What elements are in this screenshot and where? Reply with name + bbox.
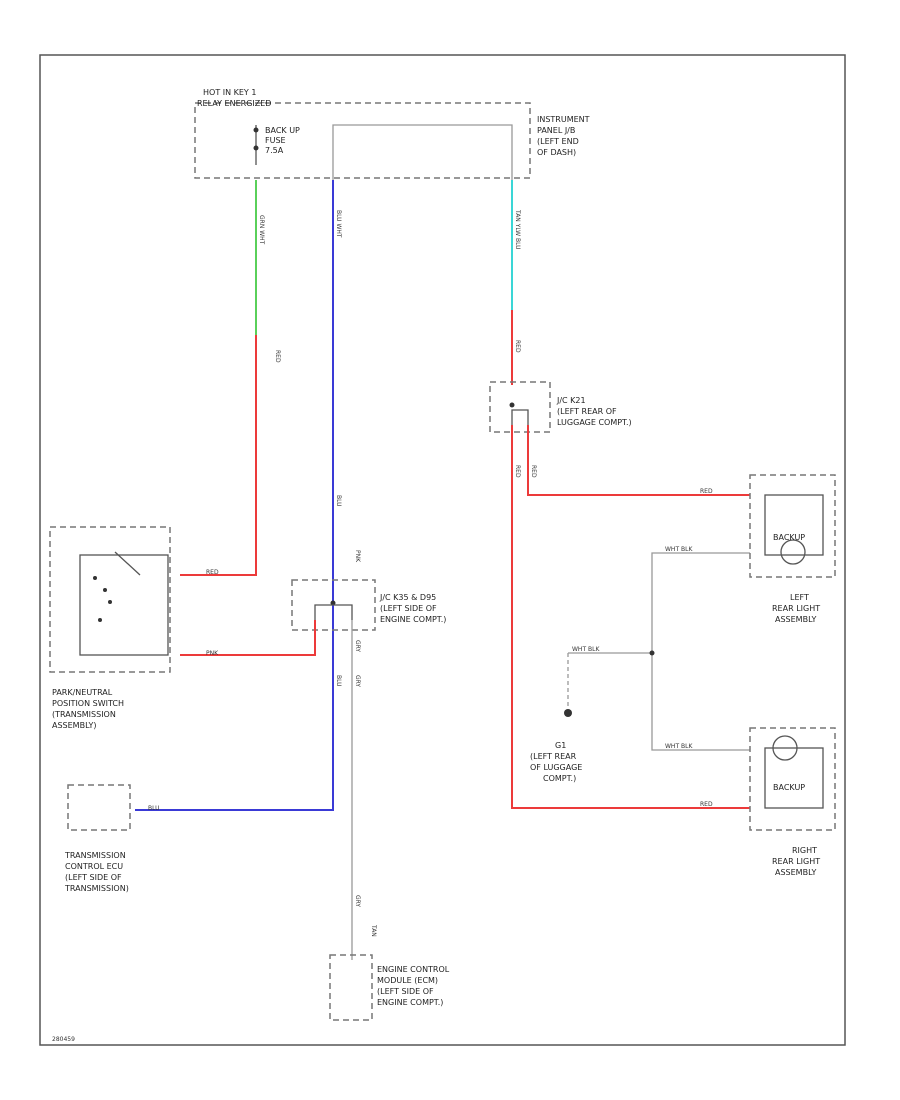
ground-label-2: (LEFT REAR — [530, 752, 577, 761]
tcu-label-1: TRANSMISSION — [64, 851, 126, 860]
wire-label-blu-wht: BLU WHT — [335, 210, 342, 238]
wire-ground-left — [651, 552, 750, 751]
right-lamp-backup-label: BACKUP — [773, 783, 805, 792]
pn-switch-dot-3 — [108, 600, 112, 604]
ipjb-label-2: PANEL J/B — [537, 126, 575, 135]
fuse-label-1: BACK UP — [265, 126, 300, 135]
right-lamp-box — [749, 727, 836, 831]
relay-label-1: HOT IN KEY 1 — [203, 88, 256, 97]
ecm-label-2: MODULE (ECM) — [377, 976, 438, 985]
ground-point — [564, 709, 572, 717]
jc-engine-label-3: ENGINE COMPT.) — [380, 615, 446, 624]
jc-rear-node — [509, 402, 515, 408]
right-lamp-label-1: RIGHT — [792, 846, 817, 855]
fuse-terminal-top — [253, 127, 259, 133]
pn-switch-contact — [114, 551, 141, 576]
left-lamp-label-2: REAR LIGHT — [772, 604, 820, 613]
left-lamp-box — [749, 474, 836, 578]
wire-label-wht-blk-3: WHT BLK — [665, 743, 693, 750]
wire-red-right-lamp — [511, 425, 750, 809]
wire-label-tan: TAN — [370, 924, 377, 937]
ecm-box — [329, 954, 373, 1021]
wire-label-grn-wht: GRN WHT — [258, 215, 265, 245]
jc-engine-label-2: (LEFT SIDE OF — [380, 604, 437, 613]
wire-label-wht-blk-2: WHT BLK — [572, 646, 600, 653]
pn-label-2: POSITION SWITCH — [52, 699, 124, 708]
pn-label-1: PARK/NEUTRAL — [52, 688, 113, 697]
pn-switch-dot-4 — [98, 618, 102, 622]
wire-blue-main — [135, 180, 334, 811]
pn-label-4: ASSEMBLY) — [52, 721, 96, 730]
ipjb-label-4: OF DASH) — [537, 148, 576, 157]
right-lamp-body — [764, 747, 824, 809]
relay-label-2: RELAY ENERGIZED — [197, 99, 271, 108]
left-lamp-backup-label: BACKUP — [773, 533, 805, 542]
jc-engine-label-1: J/C K35 & D95 — [379, 593, 436, 602]
tcu-label-2: CONTROL ECU — [65, 862, 123, 871]
fuse-terminal-bottom — [253, 145, 259, 151]
wire-label-blu: BLU — [335, 495, 342, 507]
left-lamp-body — [764, 494, 824, 556]
jc-engine-bridge — [314, 604, 353, 620]
tcu-label-4: TRANSMISSION) — [64, 884, 129, 893]
ecm-label-3: (LEFT SIDE OF — [377, 987, 434, 996]
wire-label-red-right-h: RED — [700, 801, 713, 808]
jc-engine-node-1 — [330, 600, 336, 606]
wire-label-red-left: RED — [530, 465, 537, 478]
pn-switch-body — [79, 554, 169, 656]
ground-junction-dot — [649, 650, 655, 656]
ecm-label-1: ENGINE CONTROL — [377, 965, 450, 974]
right-lamp-label-2: REAR LIGHT — [772, 857, 820, 866]
tcu-box — [67, 784, 131, 831]
wire-label-red-1: RED — [274, 350, 281, 363]
wire-label-cyan: TAN YLW BLU — [514, 209, 521, 250]
jc-rear-label-2: (LEFT REAR OF — [557, 407, 617, 416]
jb-internal-bus — [332, 124, 513, 180]
jc-rear-bridge — [511, 409, 529, 425]
wire-label-pnk-right: PNK — [354, 550, 361, 563]
fuse-label-3: 7.5A — [265, 146, 284, 155]
pn-switch-dot-1 — [93, 576, 97, 580]
ipjb-label-3: (LEFT END — [537, 137, 579, 146]
left-lamp-label-3: ASSEMBLY — [775, 615, 816, 624]
left-lamp-bulb-icon — [780, 539, 806, 565]
wire-red-left-lamp — [527, 425, 750, 496]
wire-label-blu-tcu: BLU — [148, 805, 160, 812]
ground-label-3: OF LUGGAGE — [530, 763, 582, 772]
ground-label-4: COMPT.) — [543, 774, 576, 783]
wire-label-gry-2: GRY — [354, 675, 361, 687]
diagram-frame — [39, 54, 846, 1046]
fuse-label-2: FUSE — [265, 136, 286, 145]
jc-engine-box — [291, 579, 376, 631]
tcu-label-3: (LEFT SIDE OF — [65, 873, 122, 882]
diagram-code: 280459 — [52, 1036, 75, 1043]
jc-rear-box — [489, 381, 551, 433]
right-lamp-label-3: ASSEMBLY — [775, 868, 816, 877]
wire-label-red-right: RED — [514, 340, 521, 353]
jc-rear-label-1: J/C K21 — [556, 396, 586, 405]
jc-rear-label-3: LUGGAGE COMPT.) — [557, 418, 632, 427]
pn-switch-dot-2 — [103, 588, 107, 592]
pn-label-3: (TRANSMISSION — [52, 710, 116, 719]
wire-label-red-left-h: RED — [700, 488, 713, 495]
wire-label-gry-3: GRY — [354, 895, 361, 907]
ipjb-label-1: INSTRUMENT — [537, 115, 590, 124]
wire-label-red-right-v: RED — [514, 465, 521, 478]
wire-label-blu-lower: BLU — [335, 675, 342, 687]
right-lamp-bulb-icon — [772, 735, 798, 761]
left-lamp-label-1: LEFT — [790, 593, 809, 602]
wire-label-gry: GRY — [354, 640, 361, 652]
ecm-label-4: ENGINE COMPT.) — [377, 998, 443, 1007]
wire-label-pnk: PNK — [206, 650, 219, 657]
relay-fuse-box — [194, 102, 531, 179]
wire-label-red-pn: RED — [206, 569, 219, 576]
wire-red-pn-top — [180, 335, 257, 576]
wire-label-wht-blk-1: WHT BLK — [665, 546, 693, 553]
ground-label-1: G1 — [555, 741, 566, 750]
pn-switch-box — [49, 526, 171, 673]
wire-red-pn-bottom — [180, 620, 316, 656]
